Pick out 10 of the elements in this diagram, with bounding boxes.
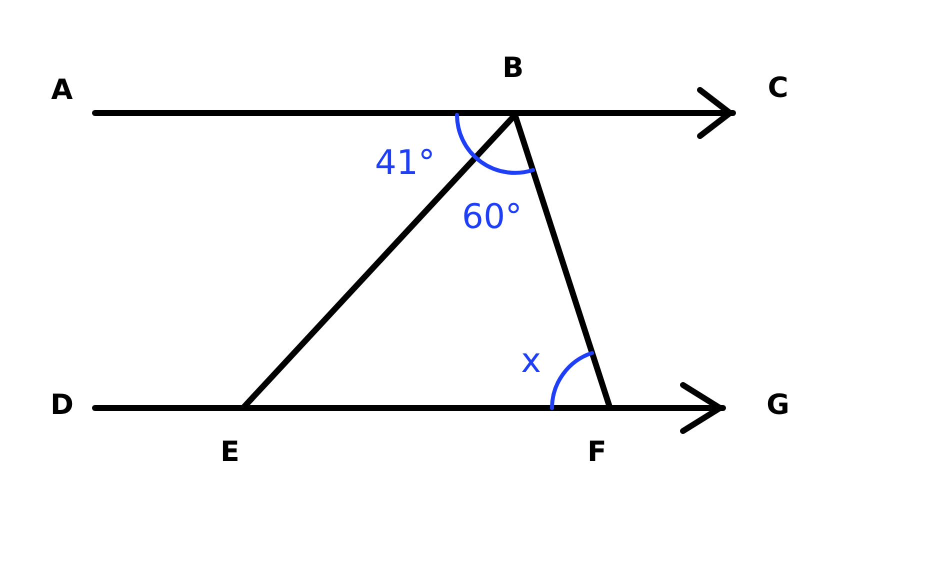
- point-label: F: [587, 438, 607, 466]
- point-label: B: [502, 54, 524, 82]
- angle-label: x: [520, 344, 542, 378]
- angle-label: 60°: [462, 200, 522, 234]
- point-label: C: [768, 74, 788, 102]
- point-label: E: [220, 438, 240, 466]
- point-label: A: [51, 76, 73, 104]
- point-label: D: [50, 391, 74, 419]
- angle-label: 41°: [374, 146, 436, 180]
- point-label: G: [766, 391, 790, 419]
